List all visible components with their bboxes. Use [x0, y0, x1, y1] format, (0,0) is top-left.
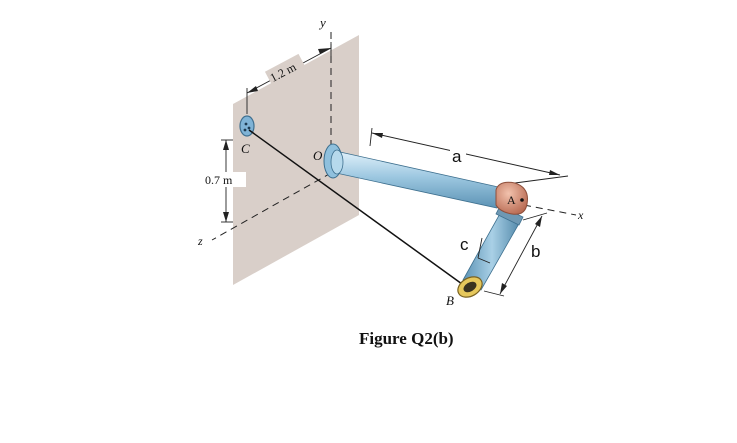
dim-a-arrow-right: [549, 170, 560, 175]
dim-b-ext-top: [522, 212, 548, 221]
z-axis-label: z: [197, 234, 203, 248]
point-b-label: B: [446, 293, 454, 308]
dim-0-7m-label: 0.7 m: [205, 173, 233, 187]
end-cap-b-inner: [463, 281, 477, 293]
point-a-label: A: [507, 193, 516, 207]
point-o-label: O: [313, 148, 323, 163]
anchor-c-bolt: [244, 122, 248, 126]
dim-0-7m-label-bg: [204, 172, 246, 187]
point-c-label: C: [241, 141, 250, 156]
dim-c-line: [477, 237, 483, 259]
dim-b-line: [499, 215, 543, 295]
dim-b-arrow-bottom: [500, 283, 507, 294]
figure-caption: Figure Q2(b): [359, 329, 454, 348]
length-c-label: c: [460, 235, 469, 254]
cable-cb: [248, 129, 463, 285]
dim-b-ext-bottom: [483, 290, 505, 297]
dim-1-2m-label-bg: [264, 53, 306, 85]
wall-plate: [233, 35, 359, 285]
x-axis: [523, 204, 577, 216]
dim-a-arrow-left: [372, 133, 383, 138]
length-a-label: a: [452, 147, 462, 166]
dim-1-2m-arrow-right: [318, 48, 331, 54]
anchor-c-bolt: [243, 128, 247, 132]
dim-c-line-2: [477, 257, 491, 264]
flange-o-inner: [330, 149, 344, 175]
y-axis-label: y: [318, 15, 326, 30]
dim-1-2m-arrow-left: [247, 86, 258, 93]
dim-0-7m-arrow-top: [223, 140, 229, 150]
anchor-c-bolt: [247, 126, 251, 130]
length-b-label: b: [531, 242, 540, 261]
dim-a-ext-left: [369, 127, 373, 147]
dim-0-7m-arrow-bottom: [223, 212, 229, 222]
x-axis-label: x: [577, 208, 584, 222]
pipe-oa: [335, 151, 504, 209]
elbow-a: [495, 181, 528, 215]
dim-a-label-bg: [450, 145, 466, 165]
point-a-dot: [520, 198, 524, 202]
z-axis: [211, 172, 332, 241]
dim-b-arrow-top: [535, 216, 542, 227]
dim-a-ext-right: [514, 175, 569, 184]
